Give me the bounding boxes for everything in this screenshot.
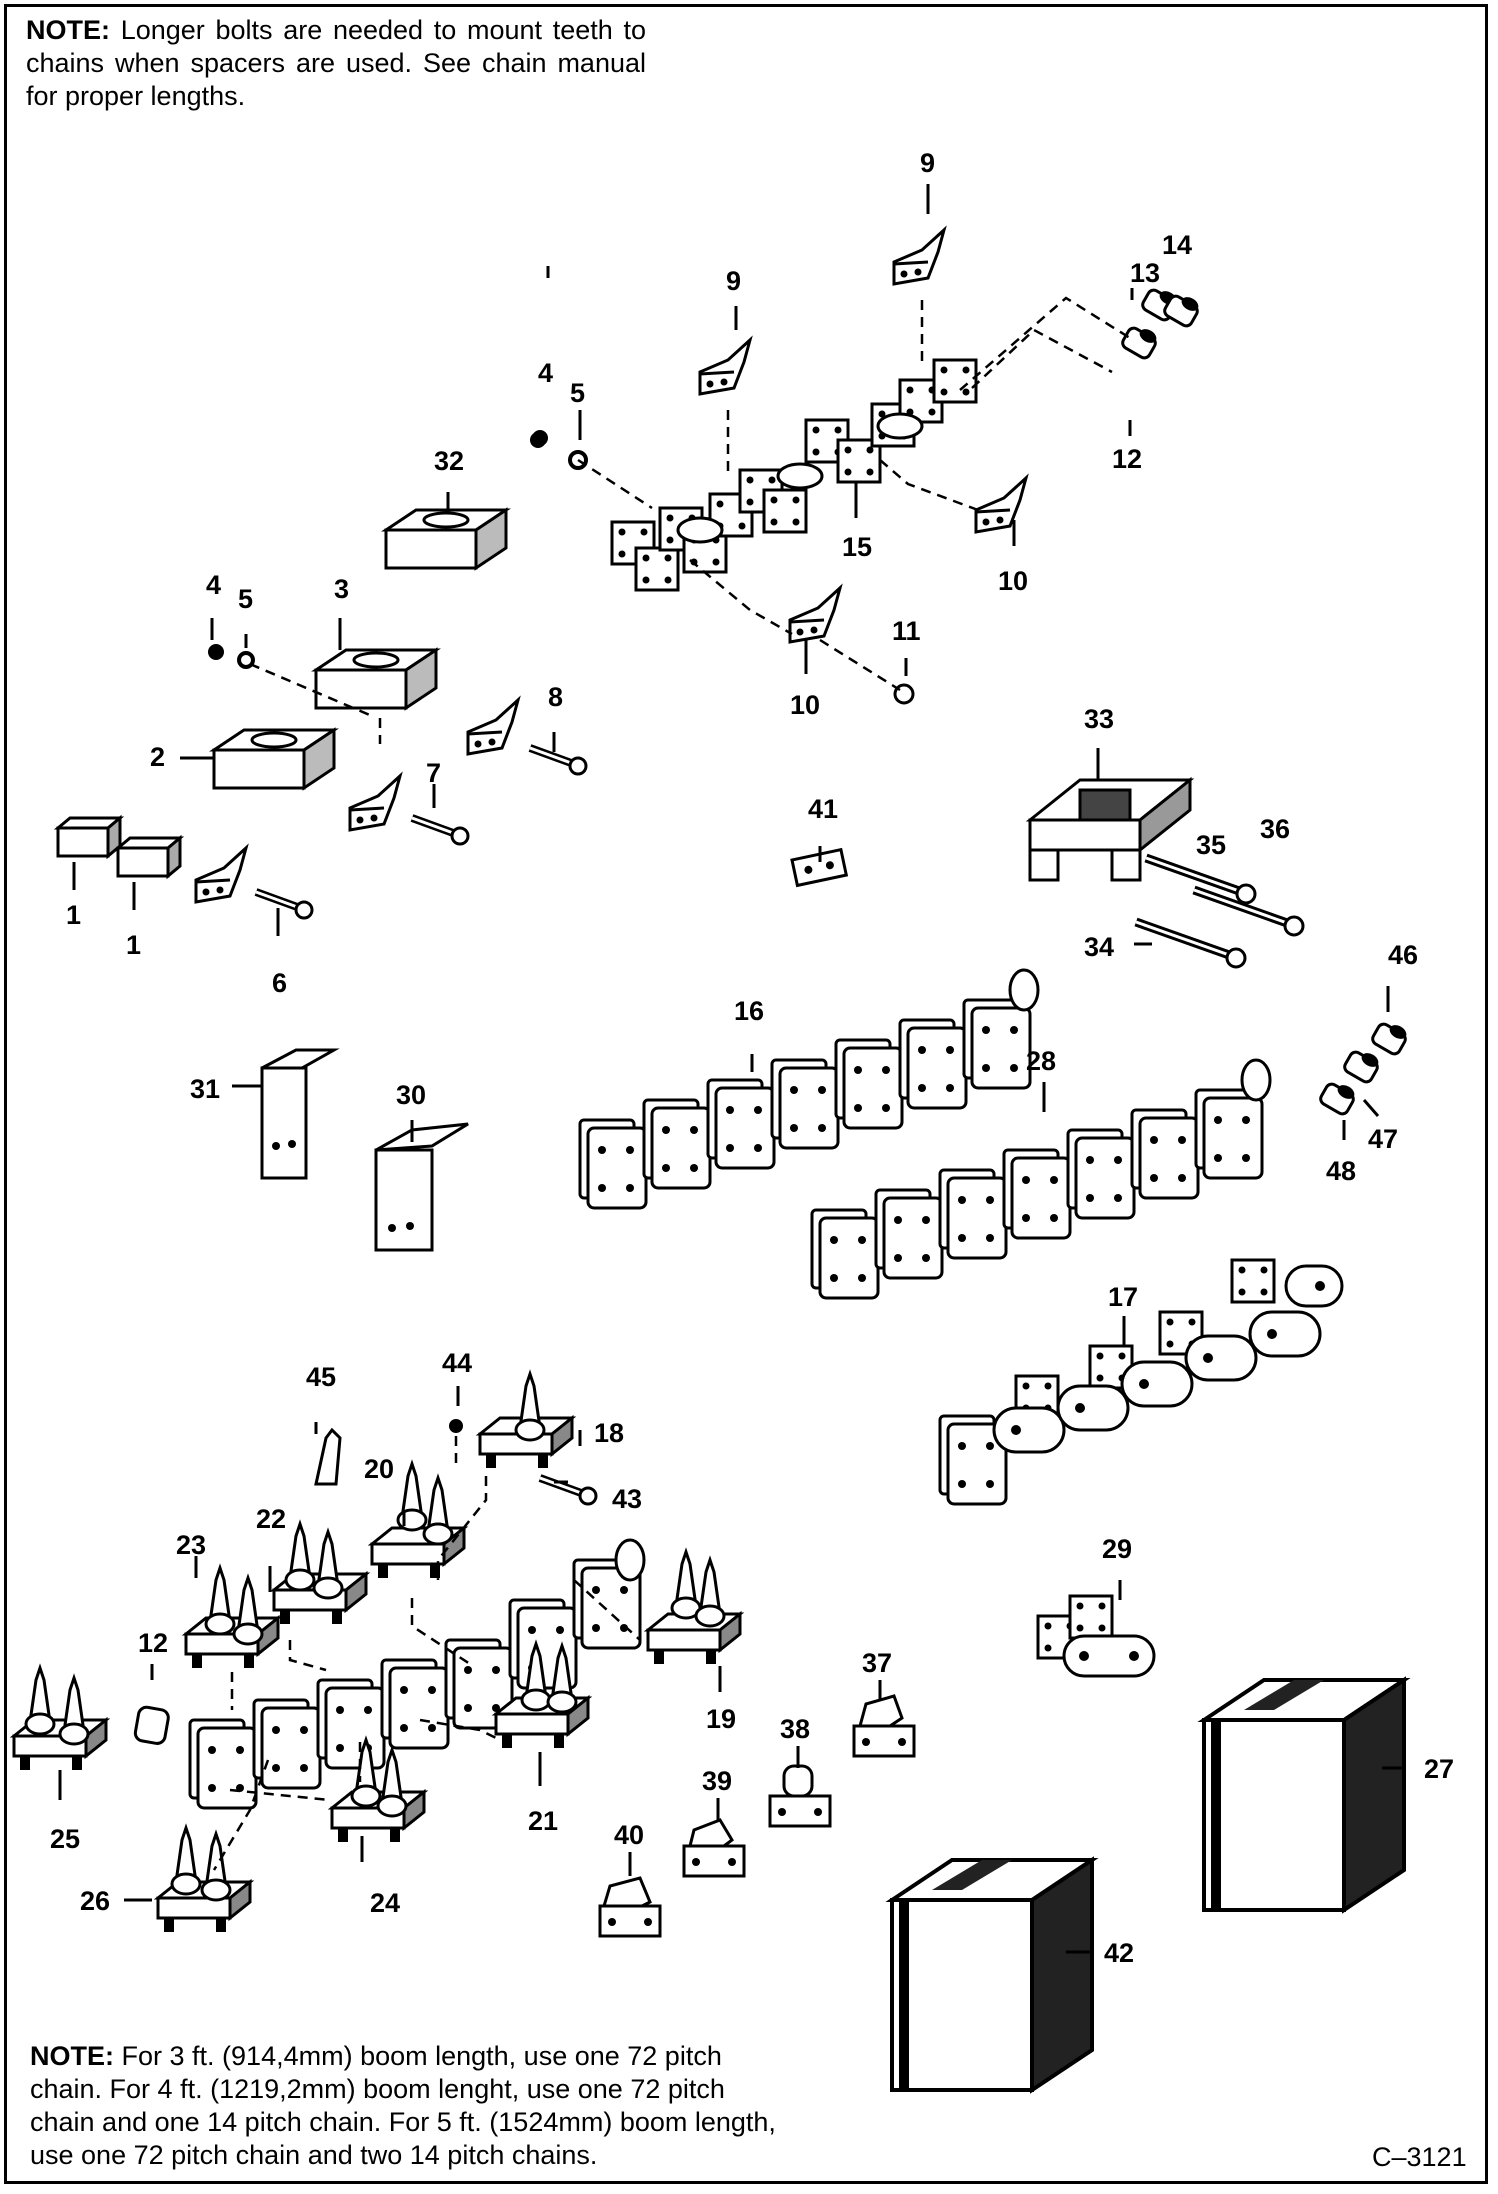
callout-5-left: 5 [238, 584, 253, 614]
callout-34: 34 [1084, 932, 1114, 962]
chain-28 [810, 1058, 1272, 1300]
chain-17 [938, 1258, 1344, 1506]
callout-17: 17 [1108, 1282, 1138, 1312]
callout-35: 35 [1196, 830, 1226, 860]
callout-1-right: 1 [126, 930, 141, 960]
callout-46: 46 [1388, 940, 1418, 970]
callout-4-top: 4 [538, 358, 553, 388]
callout-1-left: 1 [66, 900, 81, 930]
callout-labels: 9 9 14 13 12 15 10 10 11 4 5 32 3 4 5 2 … [50, 148, 1454, 1968]
callout-21: 21 [528, 1806, 558, 1836]
callout-7: 7 [426, 758, 441, 788]
callout-39: 39 [702, 1766, 732, 1796]
callout-48: 48 [1326, 1156, 1356, 1186]
bottom-note-text: For 3 ft. (914,4mm) boom length, use one… [30, 2041, 776, 2170]
callout-13: 13 [1130, 258, 1160, 288]
callout-44: 44 [442, 1348, 472, 1378]
callout-29: 29 [1102, 1534, 1132, 1564]
callout-3: 3 [334, 574, 349, 604]
callout-42: 42 [1104, 1938, 1134, 1968]
pick-chain-assembly [12, 1372, 742, 1934]
top-note: NOTE: Longer bolts are needed to mount t… [26, 14, 646, 113]
callout-22: 22 [256, 1504, 286, 1534]
callout-38: 38 [780, 1714, 810, 1744]
chain-box-42 [892, 1860, 1092, 2090]
callout-33: 33 [1084, 704, 1114, 734]
callout-10-bottom: 10 [790, 690, 820, 720]
callout-20: 20 [364, 1454, 394, 1484]
top-note-text: Longer bolts are needed to mount teeth t… [26, 15, 646, 111]
bracket-hardware-group [790, 776, 1411, 1118]
top-note-label: NOTE: [26, 15, 110, 45]
spacer-and-teeth-group [53, 432, 586, 918]
callout-40: 40 [614, 1820, 644, 1850]
callout-19: 19 [706, 1704, 736, 1734]
callout-23: 23 [176, 1530, 206, 1560]
tip-holder-group [598, 1694, 916, 1938]
callout-28: 28 [1026, 1046, 1056, 1076]
chain-16 [578, 968, 1040, 1210]
callout-41: 41 [808, 794, 838, 824]
callout-10-right: 10 [998, 566, 1028, 596]
callout-31: 31 [190, 1074, 220, 1104]
callout-30: 30 [396, 1080, 426, 1110]
callout-11: 11 [892, 616, 921, 646]
upper-chain-assembly [532, 228, 1203, 705]
callout-47: 47 [1368, 1124, 1398, 1154]
callout-24: 24 [370, 1888, 400, 1918]
callout-43: 43 [612, 1484, 642, 1514]
callout-9-left: 9 [726, 266, 741, 296]
callout-14: 14 [1162, 230, 1192, 260]
callout-6: 6 [272, 968, 287, 998]
chain-box-27 [1204, 1680, 1404, 1910]
callout-27: 27 [1424, 1754, 1454, 1784]
leader-lines [58, 184, 1406, 1954]
bottom-note-label: NOTE: [30, 2041, 114, 2071]
callout-9-top: 9 [920, 148, 935, 178]
figure-code: C–3121 [1372, 2142, 1467, 2172]
callout-12-top: 12 [1112, 444, 1142, 474]
tooth-bracket-group [260, 1048, 469, 1252]
callout-37: 37 [862, 1648, 892, 1678]
callout-32: 32 [434, 446, 464, 476]
callout-12-bottom: 12 [138, 1628, 168, 1658]
callout-15: 15 [842, 532, 872, 562]
callout-2: 2 [150, 742, 165, 772]
callout-5-top: 5 [570, 378, 585, 408]
bottom-note: NOTE: For 3 ft. (914,4mm) boom length, u… [30, 2040, 780, 2172]
callout-8: 8 [548, 682, 563, 712]
callout-18: 18 [594, 1418, 624, 1448]
callout-36: 36 [1260, 814, 1290, 844]
callout-26: 26 [80, 1886, 110, 1916]
callout-25: 25 [50, 1824, 80, 1854]
link-29 [1036, 1594, 1156, 1678]
callout-4-left: 4 [206, 570, 221, 600]
callout-16: 16 [734, 996, 764, 1026]
callout-45: 45 [306, 1362, 336, 1392]
